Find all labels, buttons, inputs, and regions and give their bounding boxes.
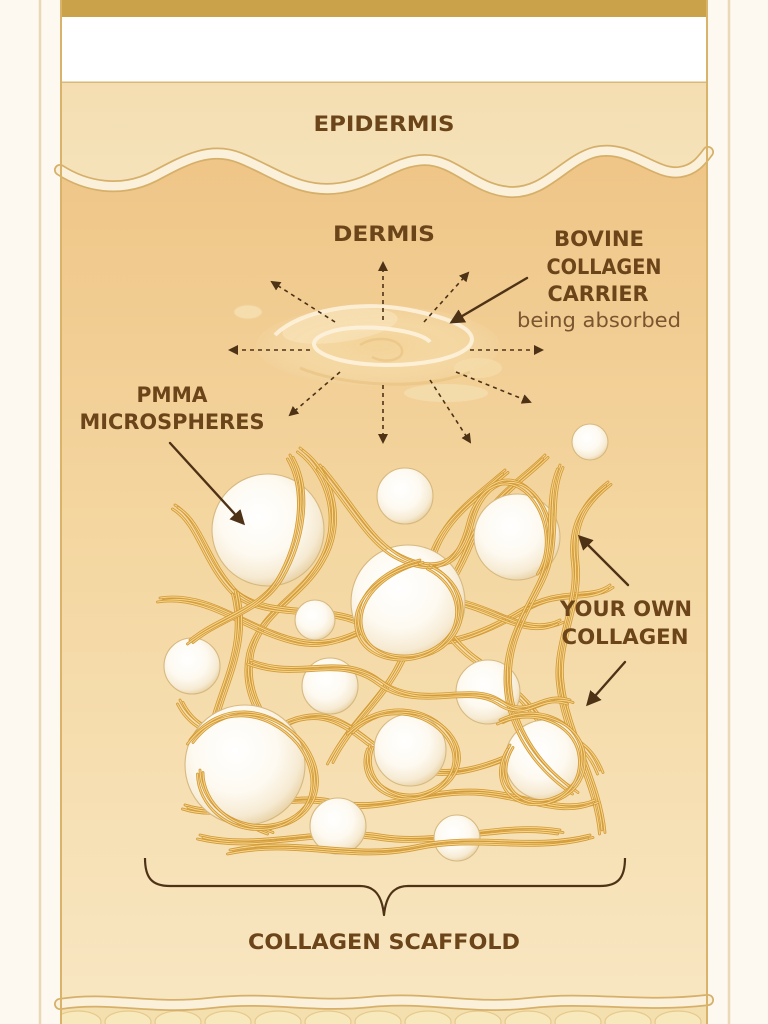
- collagen-fiber-strand: [192, 713, 318, 829]
- collagen-fiber-strand: [346, 713, 455, 800]
- epidermis-dermis-boundary: [54, 144, 714, 199]
- carrier-blob: [282, 308, 398, 344]
- epidermis-label: EPIDERMIS: [314, 112, 455, 136]
- fat-cell: [404, 1010, 452, 1024]
- carrier-note: being absorbed: [517, 308, 681, 332]
- own-collagen-pointer-arrow-down: [586, 660, 627, 707]
- fat-cell: [304, 1010, 352, 1024]
- collagen-fiber: [186, 453, 306, 646]
- collagen-fiber: [354, 558, 464, 662]
- dashed-arrow-down-right: [455, 371, 532, 404]
- microspheres-label: PMMA MICROSPHERES: [80, 383, 265, 434]
- pmma-microsphere: [163, 637, 221, 695]
- collagen-fiber-strand: [249, 659, 571, 708]
- collagen-fiber-strand: [504, 468, 574, 795]
- pmma-microsphere: [473, 493, 561, 581]
- collagen-fiber-strand: [229, 834, 591, 851]
- carrier-pointer-arrow: [449, 276, 529, 324]
- dashed-arrow-up-right: [423, 271, 470, 323]
- microspheres-pointer-arrow: [168, 441, 246, 526]
- collagen-fiber: [496, 711, 587, 807]
- own-collagen-label-line: YOUR OWN: [559, 597, 692, 621]
- collagen-fiber: [246, 658, 575, 713]
- absorption-arrows: [228, 261, 544, 444]
- carrier-swirl: [359, 337, 404, 362]
- bovine-collagen-carrier: [233, 304, 502, 402]
- collagen-fiber-strand: [246, 663, 569, 712]
- carrier-swirl: [299, 366, 471, 386]
- carrier-droplet: [454, 358, 502, 378]
- collagen-fiber-strand: [496, 716, 580, 806]
- dermis-subcutaneous-boundary: [54, 994, 714, 1012]
- carrier-label: BOVINE COLLAGEN CARRIER being absorbed: [517, 227, 681, 332]
- collagen-fiber-strand: [561, 483, 612, 834]
- collagen-fiber: [316, 463, 554, 576]
- microspheres-label-line: MICROSPHERES: [80, 410, 265, 434]
- pmma-microsphere: [211, 473, 325, 587]
- pmma-microsphere: [301, 657, 359, 715]
- pmma-microsphere: [184, 704, 306, 826]
- collagen-fiber: [346, 708, 461, 801]
- collagen-fiber-strand: [355, 563, 458, 661]
- fat-cell: [504, 1010, 552, 1024]
- fat-cell: [604, 1010, 652, 1024]
- carrier-droplet: [404, 384, 488, 402]
- carrier-swirl: [273, 304, 474, 367]
- collagen-fiber-strand: [509, 466, 579, 794]
- scaffold-brace: [143, 857, 627, 917]
- fat-cell: [60, 1010, 102, 1024]
- microspheres-label-line: PMMA: [137, 383, 209, 407]
- carrier-label-line: BOVINE: [554, 227, 644, 251]
- collagen-fiber-strand: [186, 715, 313, 831]
- collagen-fiber: [186, 710, 319, 831]
- collagen-fiber-strand: [352, 711, 460, 799]
- pmma-microsphere: [294, 599, 336, 641]
- fat-cell: [104, 1010, 152, 1024]
- fat-cell: [254, 1010, 302, 1024]
- collagen-fiber-strand: [322, 466, 553, 574]
- carrier-label-line: CARRIER: [548, 282, 649, 306]
- collagen-fiber-strand: [316, 468, 547, 575]
- header-band: [60, 17, 708, 82]
- collagen-fiber: [226, 833, 595, 856]
- collagen-fiber-strand: [360, 561, 463, 660]
- collagen-fiber-strand: [502, 715, 586, 804]
- collagen-fiber-strand: [199, 827, 561, 841]
- fat-cell: [554, 1010, 602, 1024]
- collagen-fiber: [503, 463, 580, 796]
- collagen-fiber-strand: [186, 458, 299, 645]
- pmma-microsphere: [571, 423, 609, 461]
- collagen-fibers-front: [186, 453, 595, 856]
- dashed-arrow-down-left: [288, 371, 341, 417]
- scaffold-label: COLLAGEN SCAFFOLD: [248, 930, 520, 954]
- own-collagen-pointer-arrow-up: [577, 534, 630, 587]
- fat-cell: [454, 1010, 502, 1024]
- dermis-label: DERMIS: [333, 222, 435, 246]
- fat-cell: [354, 1010, 402, 1024]
- fat-cell: [204, 1010, 252, 1024]
- own-collagen-label: YOUR OWN COLLAGEN: [559, 597, 692, 649]
- pmma-microsphere: [376, 467, 434, 525]
- collagen-fiber-strand: [196, 831, 559, 845]
- top-gold-bar: [60, 0, 708, 17]
- pmma-microspheres: [163, 423, 609, 862]
- collagen-fiber-strand: [226, 838, 589, 855]
- collagen-fiber: [196, 826, 565, 846]
- pmma-microsphere: [433, 814, 481, 862]
- carrier-label-line: COLLAGEN: [547, 255, 662, 279]
- fat-cell: [654, 1010, 702, 1024]
- carrier-droplet: [233, 304, 263, 320]
- own-collagen-label-line: COLLAGEN: [562, 625, 689, 649]
